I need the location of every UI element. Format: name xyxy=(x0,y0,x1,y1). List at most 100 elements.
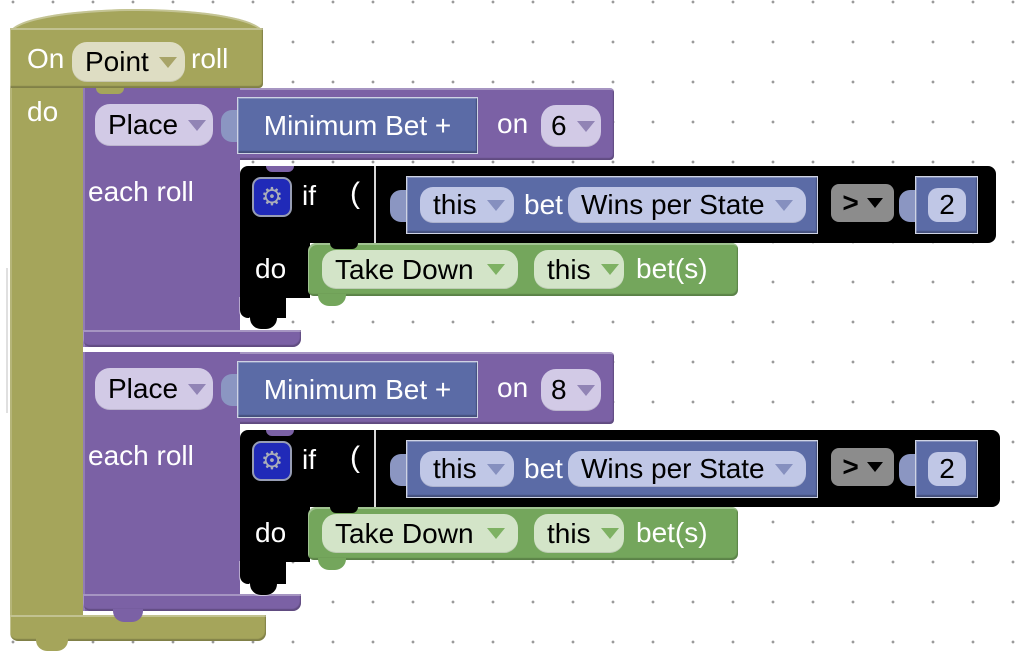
if-do-label: do xyxy=(255,253,287,284)
statement-connector-black xyxy=(330,507,358,513)
value-output-connector xyxy=(390,454,410,486)
statement-connector-purple xyxy=(266,166,294,172)
open-paren-label: ( xyxy=(350,177,360,210)
place-block-bottom-bar xyxy=(83,594,301,611)
take-down-target-label: this xyxy=(547,517,591,549)
roll-type-dropdown[interactable]: Point xyxy=(72,42,185,82)
dropdown-arrow-icon xyxy=(775,463,793,475)
take-down-target-dropdown[interactable]: this xyxy=(534,250,624,289)
number-value-label: 2 xyxy=(939,189,955,220)
bet-label: bet xyxy=(524,189,563,220)
if-block-left-wall xyxy=(240,504,310,562)
comparison-operator-dropdown[interactable]: > xyxy=(831,184,894,222)
gear-icon[interactable]: ⚙ xyxy=(252,441,292,481)
dropdown-arrow-icon xyxy=(775,199,793,211)
statement-connector-black xyxy=(330,243,358,249)
operator-label: > xyxy=(842,451,859,482)
value-output-connector xyxy=(390,190,410,222)
event-block-next-connector xyxy=(36,638,68,651)
bet-stat-dropdown-label: Wins per State xyxy=(581,189,765,220)
number-value-field[interactable]: 2 xyxy=(928,452,966,486)
take-down-verb-label: Take Down xyxy=(335,517,474,549)
number-value-label: 2 xyxy=(939,453,955,484)
value-output-connector xyxy=(899,454,919,486)
place-action-dropdown-label: Place xyxy=(108,109,179,140)
place-action-dropdown[interactable]: Place xyxy=(95,104,213,146)
place-on-label: on xyxy=(497,372,529,403)
event-do-label: do xyxy=(27,96,59,127)
event-suffix-label: roll xyxy=(191,43,229,74)
take-down-target-dropdown[interactable]: this xyxy=(534,514,624,553)
take-down-next-connector xyxy=(318,294,346,306)
place-block-next-connector xyxy=(113,609,143,622)
bet-owner-dropdown-label: this xyxy=(433,453,477,484)
dropdown-arrow-icon xyxy=(188,383,207,395)
minimum-bet-value-block[interactable]: Minimum Bet + xyxy=(237,97,478,154)
value-output-connector xyxy=(221,374,241,406)
dropdown-arrow-icon xyxy=(158,56,177,68)
statement-connector-purple xyxy=(266,430,294,436)
if-do-label: do xyxy=(255,517,287,548)
bet-label: bet xyxy=(524,453,563,484)
bets-suffix-label: bet(s) xyxy=(636,517,708,548)
take-down-verb-label: Take Down xyxy=(335,253,474,285)
event-prefix-label: On xyxy=(27,43,65,74)
place-action-dropdown[interactable]: Place xyxy=(95,368,213,410)
roll-type-dropdown-label: Point xyxy=(85,46,149,77)
take-down-next-connector xyxy=(318,558,346,570)
bets-suffix-label: bet(s) xyxy=(636,253,708,284)
bet-stat-dropdown-label: Wins per State xyxy=(581,453,765,484)
point-number-dropdown[interactable]: 8 xyxy=(541,369,601,411)
dropdown-arrow-icon xyxy=(866,198,883,208)
operator-label: > xyxy=(842,187,859,218)
dropdown-arrow-icon xyxy=(486,463,505,475)
take-down-verb-dropdown[interactable]: Take Down xyxy=(322,514,518,553)
if-label: if xyxy=(302,180,316,211)
place-block-stack[interactable]: Place Minimum Bet + on 6 each roll ⚙ if … xyxy=(0,0,1016,347)
minimum-bet-value-block[interactable]: Minimum Bet + xyxy=(237,361,478,418)
gear-icon[interactable]: ⚙ xyxy=(252,177,292,217)
dropdown-arrow-icon xyxy=(576,384,595,396)
dropdown-arrow-icon xyxy=(487,264,505,275)
place-block-bottom-bar xyxy=(83,330,301,347)
place-action-dropdown-label: Place xyxy=(108,373,179,404)
minimum-bet-label: Minimum Bet + xyxy=(263,109,452,141)
open-paren-label: ( xyxy=(350,441,360,474)
bet-stat-dropdown[interactable]: Wins per State xyxy=(568,451,806,487)
point-number-dropdown[interactable]: 6 xyxy=(541,105,601,147)
bet-stat-dropdown[interactable]: Wins per State xyxy=(568,187,806,223)
bet-owner-dropdown[interactable]: this xyxy=(420,187,514,223)
dropdown-arrow-icon xyxy=(600,528,619,539)
dropdown-arrow-icon xyxy=(486,199,505,211)
event-block-left-wall xyxy=(10,88,83,617)
inline-input-seam xyxy=(374,430,376,507)
dropdown-arrow-icon xyxy=(188,119,207,131)
dropdown-arrow-icon xyxy=(600,264,619,275)
bet-owner-dropdown-label: this xyxy=(433,189,477,220)
dropdown-arrow-icon xyxy=(487,528,505,539)
minimum-bet-label: Minimum Bet + xyxy=(263,373,452,405)
value-output-connector xyxy=(221,110,241,142)
each-roll-label: each roll xyxy=(88,176,194,207)
place-block-stack[interactable]: Place Minimum Bet + on 8 each roll ⚙ if … xyxy=(0,264,1016,611)
bet-owner-dropdown[interactable]: this xyxy=(420,451,514,487)
point-number-dropdown-label: 6 xyxy=(551,110,567,141)
dropdown-arrow-icon xyxy=(866,462,883,472)
number-value-field[interactable]: 2 xyxy=(928,188,966,222)
point-number-dropdown-label: 8 xyxy=(551,374,567,405)
take-down-target-label: this xyxy=(547,253,591,285)
inline-input-seam xyxy=(374,166,376,243)
value-output-connector xyxy=(899,190,919,222)
comparison-operator-dropdown[interactable]: > xyxy=(831,448,894,486)
each-roll-label: each roll xyxy=(88,440,194,471)
if-block-next-connector xyxy=(250,582,277,595)
take-down-verb-dropdown[interactable]: Take Down xyxy=(322,250,518,289)
if-block-next-connector xyxy=(250,316,277,329)
if-block-bottom-stub xyxy=(240,296,286,318)
if-block-bottom-stub xyxy=(240,560,286,584)
workspace-edge-line xyxy=(6,268,8,413)
dropdown-arrow-icon xyxy=(576,120,595,132)
if-block-left-wall xyxy=(240,240,310,298)
place-on-label: on xyxy=(497,108,529,139)
